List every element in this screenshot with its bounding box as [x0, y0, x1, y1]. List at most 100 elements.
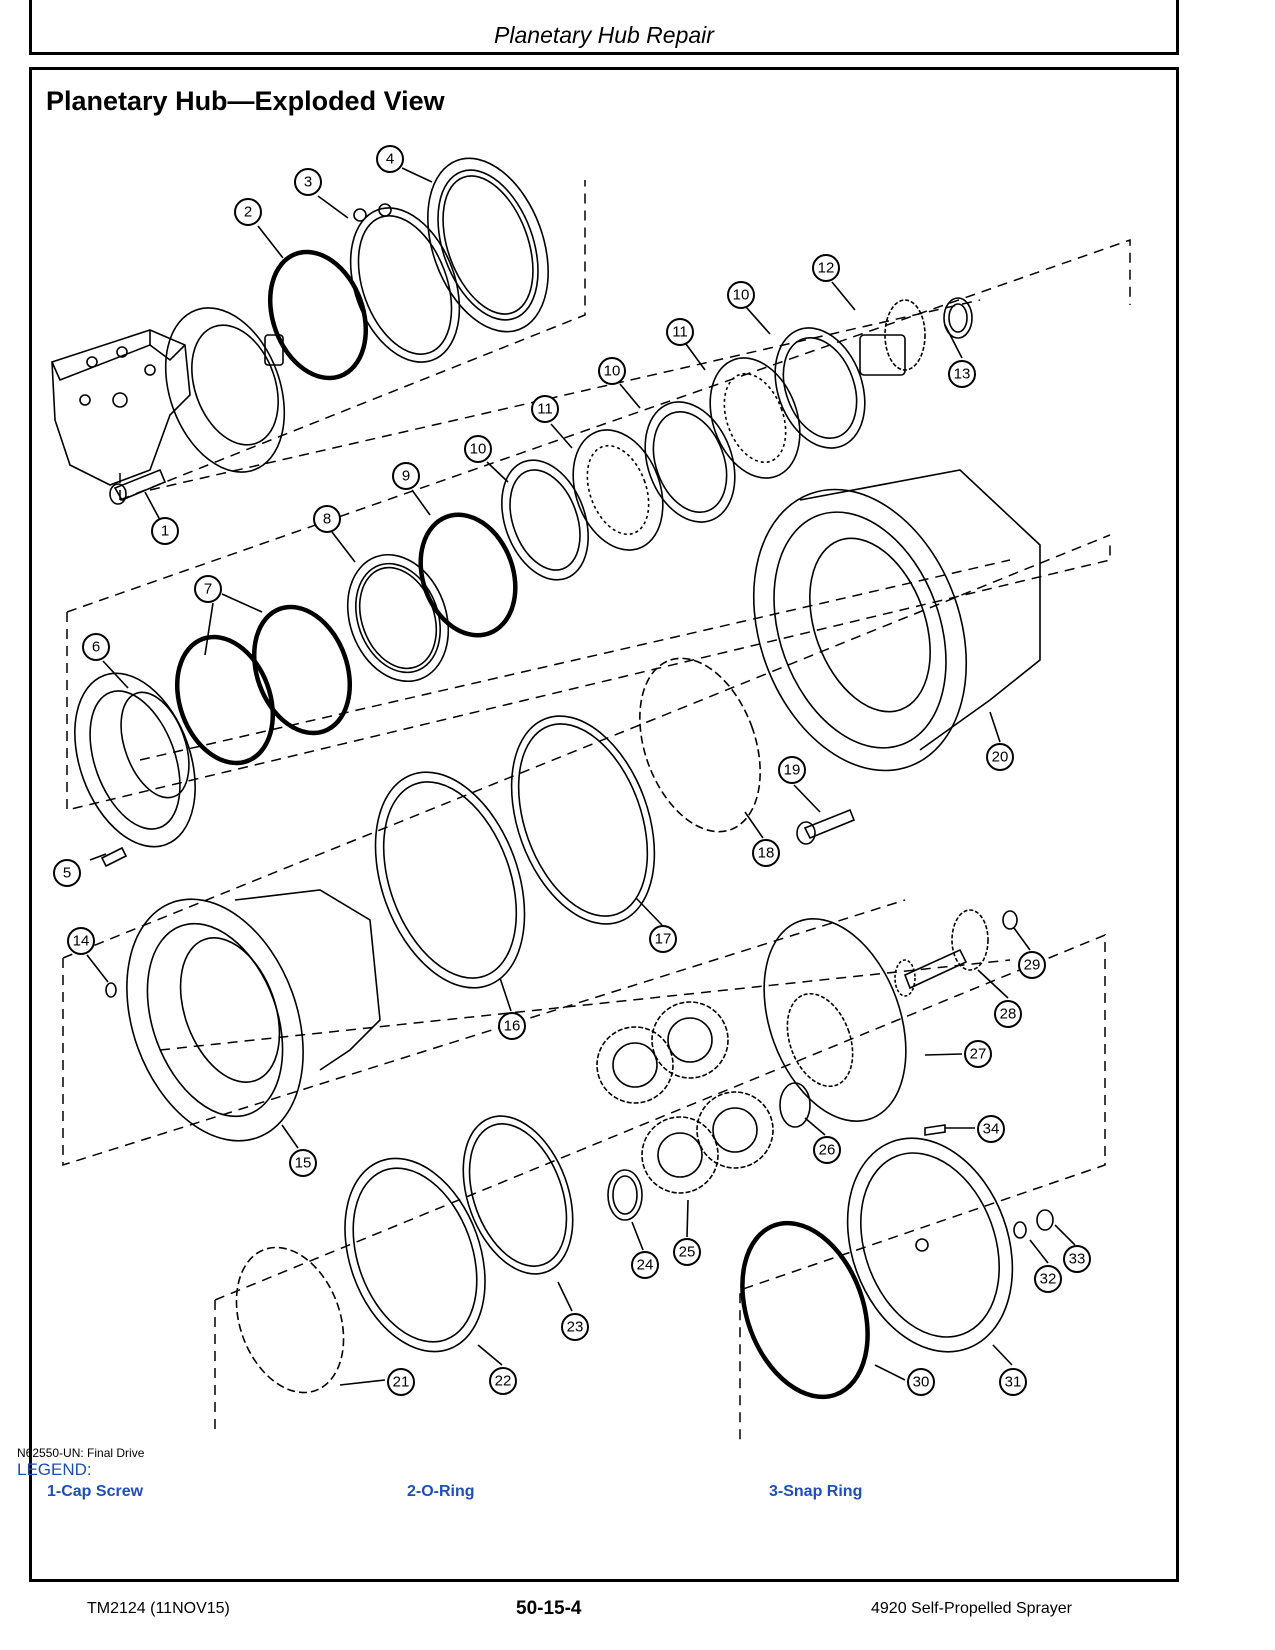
- callout-7: 7: [194, 575, 222, 603]
- svg-text:15: 15: [295, 1155, 312, 1172]
- callout-29: 29: [1018, 951, 1046, 979]
- svg-text:25: 25: [679, 1244, 696, 1261]
- seal-4: [427, 157, 549, 333]
- page-header: Planetary Hub Repair: [29, 0, 1179, 55]
- svg-text:29: 29: [1024, 957, 1041, 974]
- callout-15: 15: [289, 1149, 317, 1177]
- callout-10-a: 10: [464, 435, 492, 463]
- carrier-27: [763, 918, 907, 1122]
- o-ring-14: [105, 982, 117, 998]
- svg-text:22: 22: [495, 1373, 512, 1390]
- svg-text:2: 2: [244, 204, 252, 221]
- svg-text:21: 21: [393, 1374, 410, 1391]
- group-boundary-3: [62, 534, 1111, 1167]
- callout-22: 22: [489, 1367, 517, 1395]
- housing-15: [126, 889, 381, 1142]
- svg-text:5: 5: [63, 865, 71, 882]
- svg-text:34: 34: [983, 1121, 1000, 1138]
- seal-16: [374, 771, 526, 989]
- hydraulic-motor: [51, 307, 286, 486]
- svg-text:10: 10: [470, 441, 487, 458]
- callout-17: 17: [649, 925, 677, 953]
- washer-32: [1013, 1221, 1027, 1239]
- callout-4: 4: [376, 145, 404, 173]
- plug-5: [100, 846, 128, 868]
- callout-27: 27: [964, 1040, 992, 1068]
- cap-screw: [109, 468, 167, 505]
- washer-13: [943, 297, 973, 339]
- centerline-2: [139, 559, 1011, 761]
- group-boundary-4: [214, 933, 1106, 1440]
- washer-29: [1002, 910, 1018, 930]
- callout-21: 21: [387, 1368, 415, 1396]
- thrust-washer-24: [607, 1169, 643, 1221]
- svg-text:9: 9: [402, 468, 410, 485]
- seal-22: [344, 1157, 486, 1353]
- cover-31: [846, 1137, 1014, 1353]
- svg-text:14: 14: [73, 933, 90, 950]
- svg-text:24: 24: [637, 1257, 654, 1274]
- callout-10-c: 10: [727, 281, 755, 309]
- svg-text:7: 7: [204, 581, 212, 598]
- callout-6: 6: [82, 633, 110, 661]
- svg-text:17: 17: [655, 931, 672, 948]
- callout-1: 1: [151, 517, 179, 545]
- svg-text:16: 16: [504, 1018, 521, 1035]
- disc-10-b: [644, 401, 736, 523]
- svg-text:27: 27: [970, 1046, 987, 1063]
- o-ring-30: [740, 1220, 870, 1400]
- o-ring-9: [418, 512, 518, 638]
- callout-25: 25: [673, 1238, 701, 1266]
- callout-31: 31: [999, 1368, 1027, 1396]
- header-title: Planetary Hub Repair: [494, 22, 714, 48]
- svg-text:31: 31: [1005, 1374, 1022, 1391]
- svg-text:12: 12: [818, 260, 835, 277]
- spindle-6: [74, 672, 196, 848]
- footer-product: 4920 Self-Propelled Sprayer: [871, 1600, 1073, 1617]
- shaft-28: [894, 909, 989, 997]
- svg-text:11: 11: [672, 324, 688, 341]
- footer-page-number: 50-15-4: [516, 1598, 582, 1619]
- callout-11-b: 11: [666, 318, 694, 346]
- callout-20: 20: [986, 743, 1014, 771]
- legend-item-3: 3-Snap Ring: [769, 1483, 863, 1500]
- callout-9: 9: [392, 462, 420, 490]
- thrust-plate-23: [462, 1115, 574, 1275]
- plug-33: [1036, 1209, 1054, 1231]
- legend-item-1: 1-Cap Screw: [47, 1483, 144, 1500]
- svg-text:30: 30: [913, 1374, 930, 1391]
- svg-text:10: 10: [604, 363, 621, 380]
- centerline-3: [159, 959, 1011, 1051]
- callout-24: 24: [631, 1251, 659, 1279]
- snap-ring-26: [779, 1082, 811, 1128]
- bolt-19: [796, 808, 856, 845]
- callout-28: 28: [994, 1000, 1022, 1028]
- callout-19: 19: [778, 756, 806, 784]
- callout-32: 32: [1034, 1265, 1062, 1293]
- callout-34: 34: [977, 1115, 1005, 1143]
- svg-text:32: 32: [1040, 1271, 1057, 1288]
- snap-ring-3: [349, 203, 461, 363]
- callout-11-a: 11: [531, 395, 559, 423]
- figure-id: N62550-UN: Final Drive: [17, 1446, 145, 1460]
- exploded-view-diagram: 1 2 3 4 5 6 7 8 9 10 11 10 11 10 12 13 1…: [51, 145, 1131, 1440]
- o-ring-2: [267, 249, 369, 381]
- group-boundary-2: [66, 238, 1131, 811]
- callout-26: 26: [813, 1136, 841, 1164]
- main-content-box: Planetary Hub—Exploded View: [29, 67, 1179, 1582]
- seal-17: [510, 715, 656, 925]
- svg-text:33: 33: [1069, 1251, 1086, 1268]
- o-ring-7-b: [174, 634, 276, 766]
- callout-30: 30: [907, 1368, 935, 1396]
- hub-20: [752, 469, 1041, 772]
- callout-14: 14: [67, 927, 95, 955]
- callout-23: 23: [561, 1313, 589, 1341]
- svg-text:26: 26: [819, 1142, 836, 1159]
- callout-12: 12: [812, 254, 840, 282]
- centerline-1: [149, 299, 981, 491]
- svg-text:23: 23: [567, 1319, 584, 1336]
- friction-disc-11-b: [709, 357, 801, 479]
- disc-10-c: [774, 327, 866, 449]
- section-title: Planetary Hub—Exploded View: [46, 86, 445, 116]
- legend-title: LEGEND:: [17, 1460, 92, 1479]
